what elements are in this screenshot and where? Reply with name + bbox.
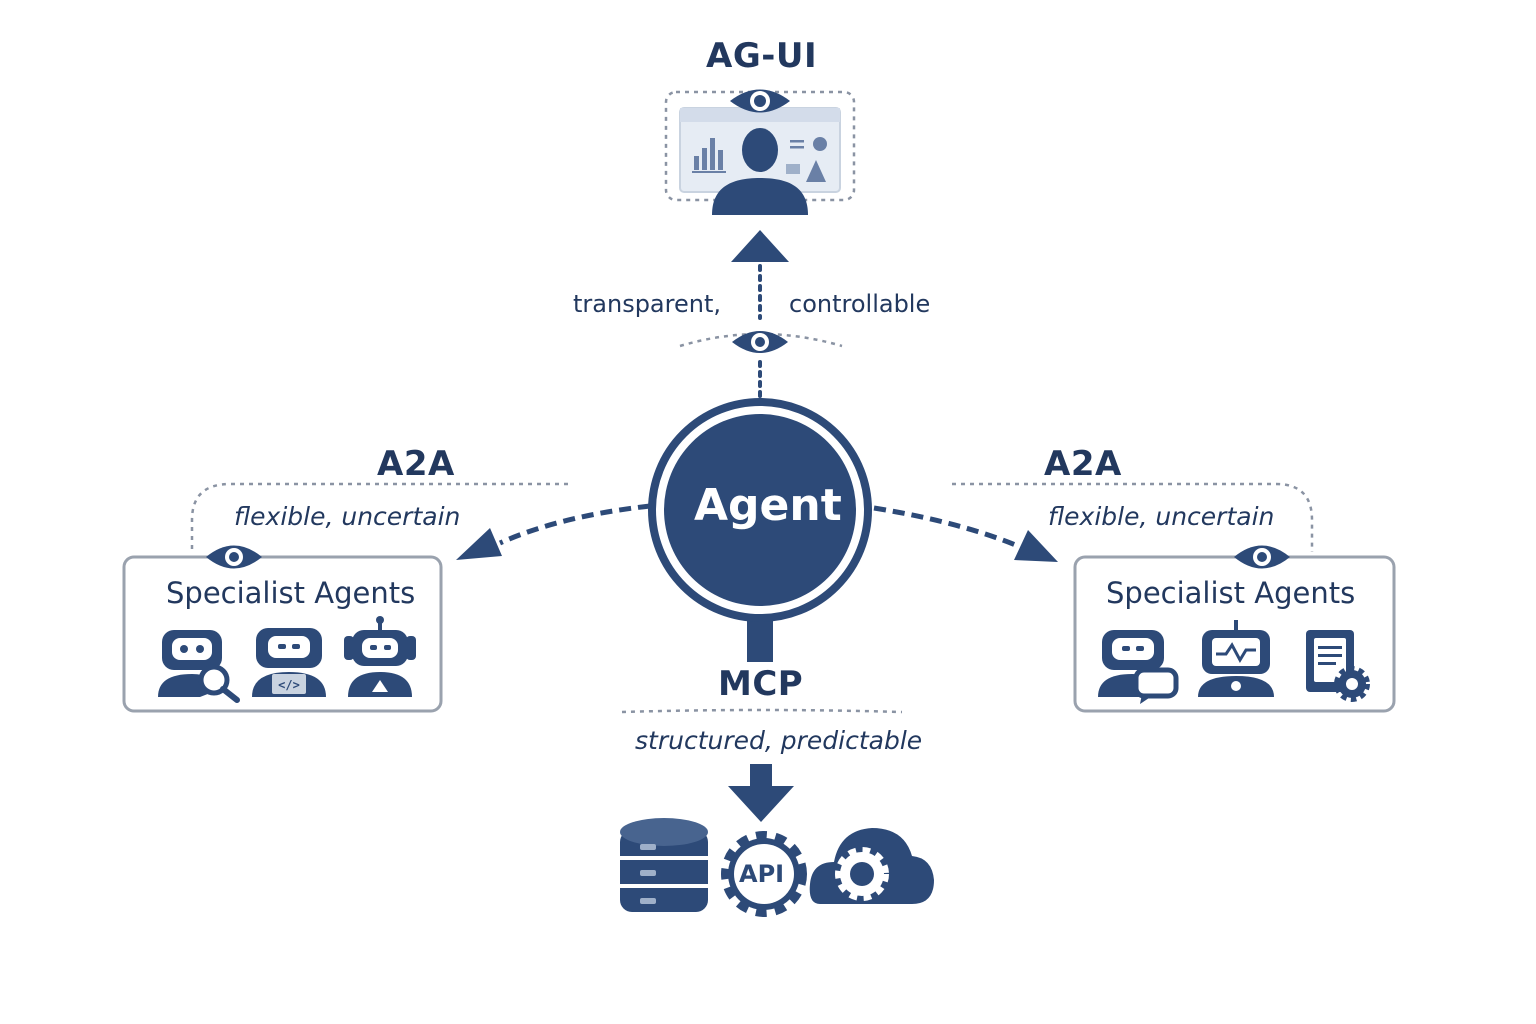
eye-icon	[732, 331, 788, 353]
arrow-up-icon	[731, 230, 789, 262]
robot-code-icon: </>	[252, 628, 326, 697]
arrow-right-icon	[1014, 530, 1058, 562]
svg-text:</>: </>	[278, 678, 300, 692]
right-a2a-property: flexible, uncertain	[1048, 502, 1275, 531]
arrow-left-icon	[456, 528, 502, 560]
left-a2a-title: A2A	[377, 444, 455, 484]
robot-icon	[344, 616, 416, 697]
ag-ui-property-left: transparent,	[573, 290, 721, 318]
eye-icon	[206, 545, 262, 569]
api-label: API	[739, 860, 785, 888]
ag-ui-title: AG-UI	[706, 36, 818, 76]
top-connector	[679, 230, 843, 408]
mcp-resources	[620, 818, 934, 917]
widget-icons	[786, 137, 827, 182]
bar-chart-icon	[692, 138, 726, 173]
eye-icon	[730, 89, 790, 113]
robot-monitor-icon	[1198, 620, 1274, 697]
ag-ui-panel	[664, 89, 856, 215]
mcp-title: MCP	[718, 664, 804, 704]
eye-icon	[1234, 545, 1290, 569]
robot-chat-icon	[1098, 630, 1179, 704]
right-specialist-box	[1073, 545, 1396, 713]
left-specialist-box: </>	[122, 545, 443, 713]
right-box-title: Specialist Agents	[1106, 576, 1356, 610]
right-a2a-title: A2A	[1044, 444, 1122, 484]
agent-node	[648, 398, 872, 662]
left-a2a-property: flexible, uncertain	[234, 502, 461, 531]
agent-label: Agent	[694, 480, 842, 531]
mcp-property: structured, predictable	[635, 726, 923, 755]
cloud-gear-icon	[809, 828, 934, 904]
document-gear-icon	[1306, 630, 1370, 702]
database-icon	[620, 818, 708, 912]
api-gear-icon	[721, 831, 807, 917]
ag-ui-property-right: controllable	[789, 290, 931, 318]
arrow-down-icon	[728, 786, 794, 822]
robot-search-icon	[158, 630, 240, 703]
left-a2a-connector	[190, 482, 651, 560]
right-a2a-connector	[873, 482, 1314, 562]
user-icon	[712, 128, 808, 215]
mcp-connector	[621, 708, 903, 822]
left-box-title: Specialist Agents	[166, 576, 416, 610]
